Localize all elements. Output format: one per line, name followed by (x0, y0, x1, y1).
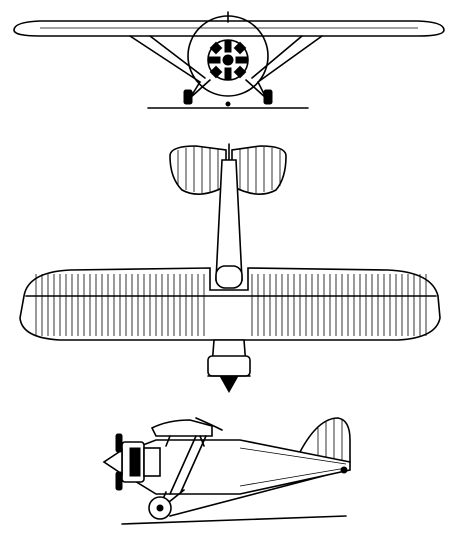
side-wing (150, 419, 213, 437)
top-spinner (219, 375, 239, 394)
side-fin (299, 417, 351, 463)
front-radial-engine (207, 11, 249, 81)
top-tailplane (169, 145, 227, 195)
side-fuselage (129, 439, 351, 495)
top-cockpit (215, 265, 243, 289)
front-landing-gear (183, 79, 273, 107)
top-wing-ribs (35, 274, 427, 336)
front-view (13, 11, 445, 109)
front-wing-struts (129, 35, 323, 83)
side-view (102, 417, 351, 525)
side-struts (165, 435, 207, 495)
side-landing-gear (148, 466, 348, 520)
side-engine (121, 441, 161, 483)
top-tailplane-right (231, 145, 287, 195)
side-ground-line (121, 515, 347, 525)
top-tailplane-ribs (177, 147, 281, 193)
top-view (19, 143, 441, 394)
side-spinner (102, 448, 123, 476)
top-wing (19, 267, 441, 341)
front-wing (13, 20, 445, 37)
side-propeller (115, 433, 123, 491)
